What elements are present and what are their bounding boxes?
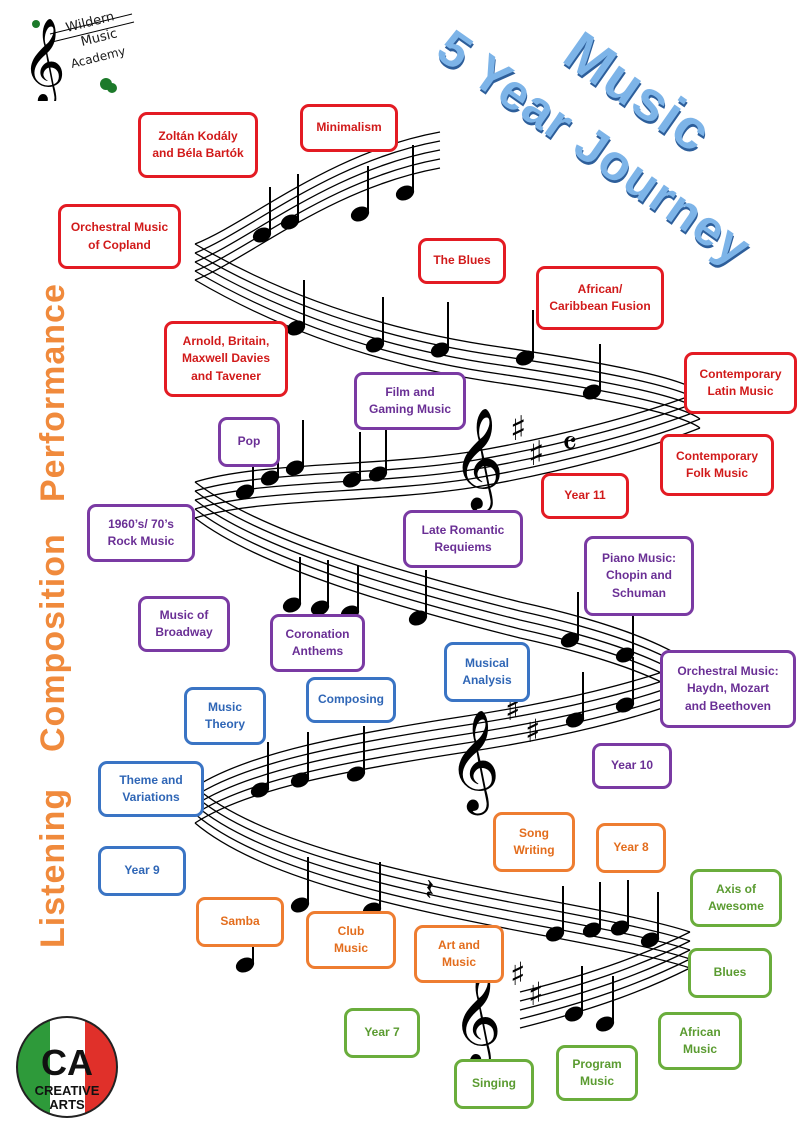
side-word-listening: Listening	[34, 787, 72, 948]
staff-line	[194, 481, 691, 663]
staff-line	[519, 949, 691, 1011]
staff-line	[194, 140, 441, 254]
staff-line	[519, 931, 691, 993]
topic-piano-music: Piano Music: Chopin and Schuman	[584, 536, 694, 616]
topic-kodaly-bartok: Zoltán Kodály and Béla Bartók	[138, 112, 258, 178]
topic-theme-variations: Theme and Variations	[98, 761, 204, 817]
topic-axis-of-awesome: Axis of Awesome	[690, 869, 782, 927]
staff-line	[194, 418, 701, 510]
topic-art-music: Art and Music	[414, 925, 504, 983]
side-word-performance: Performance	[34, 283, 72, 502]
staff-line	[194, 131, 441, 245]
logo-text-arts: ARTS	[49, 1097, 85, 1112]
staff-line	[194, 795, 691, 942]
staff-line	[519, 967, 691, 1029]
topic-coronation: Coronation Anthems	[270, 614, 365, 672]
topic-film-gaming: Film and Gaming Music	[354, 372, 466, 430]
treble-clef-icon: 𝄞	[448, 708, 500, 816]
wildern-music-academy-logo: 𝄞 Wildern Music Academy	[22, 9, 135, 101]
staff-line	[194, 158, 441, 272]
staff-line	[519, 940, 691, 1002]
staff-line	[194, 391, 701, 483]
topic-late-romantic: Late Romantic Requiems	[403, 510, 523, 568]
topic-contemporary-folk: Contemporary Folk Music	[660, 434, 774, 496]
sharp-icon: ♯	[510, 955, 525, 993]
staff-line	[194, 517, 691, 699]
topic-musical-analysis: Musical Analysis	[444, 642, 530, 702]
rest-icon: 𝄽	[425, 873, 434, 908]
year-11-label: Year 11	[541, 473, 629, 519]
topic-arnold-britain: Arnold, Britain, Maxwell Davies and Tave…	[164, 321, 288, 397]
topic-samba: Samba	[196, 897, 284, 947]
staff-line	[194, 149, 441, 263]
staff-line	[194, 409, 701, 501]
topic-contemporary-latin: Contemporary Latin Music	[684, 352, 797, 414]
topic-rock-music: 1960’s/ 70’s Rock Music	[87, 504, 195, 562]
svg-text:𝄞: 𝄞	[22, 18, 66, 101]
year-7-label: Year 7	[344, 1008, 420, 1058]
logo-text-academy: Academy	[69, 44, 126, 71]
staff-line	[194, 261, 701, 411]
staff-line	[194, 279, 701, 429]
topic-orchestral-copland: Orchestral Music of Copland	[58, 204, 181, 269]
topic-pop: Pop	[218, 417, 280, 467]
topic-club-music: Club Music	[306, 911, 396, 969]
sharp-icon: ♯	[528, 975, 543, 1013]
staff-line	[519, 958, 691, 1020]
side-word-composition: Composition	[34, 533, 72, 752]
staff-line	[194, 427, 701, 519]
topic-broadway: Music of Broadway	[138, 596, 230, 652]
staff-line	[194, 508, 691, 690]
topic-singing: Singing	[454, 1059, 534, 1109]
topic-minimalism: Minimalism	[300, 104, 398, 152]
creative-arts-logo: CA CREATIVE ARTS	[16, 1016, 118, 1118]
topic-music-theory: Music Theory	[184, 687, 266, 745]
year-10-label: Year 10	[592, 743, 672, 789]
topic-composing: Composing	[306, 677, 396, 723]
topic-program-music: Program Music	[556, 1045, 638, 1101]
year-9-label: Year 9	[98, 846, 186, 896]
common-time-icon: 𝄴	[562, 424, 577, 464]
topic-african-caribbean: African/ Caribbean Fusion	[536, 266, 664, 330]
staff-line	[194, 490, 691, 672]
logo-text-creative: CREATIVE	[35, 1083, 100, 1098]
sharp-icon: ♯	[528, 434, 544, 474]
staff-line	[194, 252, 701, 402]
logo-text-ca: CA	[41, 1042, 93, 1083]
staff-line	[194, 822, 691, 969]
topic-african-music: African Music	[658, 1012, 742, 1070]
sharp-icon: ♯	[510, 409, 526, 449]
staff-line	[194, 243, 701, 393]
staff-line	[194, 499, 691, 681]
staff-line	[194, 270, 701, 420]
topic-blues: Blues	[688, 948, 772, 998]
year-8-label: Year 8	[596, 823, 666, 873]
sharp-icon: ♯	[525, 712, 540, 750]
staff-line	[194, 786, 691, 933]
treble-clef-icon: 𝄞	[452, 967, 502, 1069]
topic-song-writing: Song Writing	[493, 812, 575, 872]
topic-orchestral-classical: Orchestral Music: Haydn, Mozart and Beet…	[660, 650, 796, 728]
topic-the-blues: The Blues	[418, 238, 506, 284]
